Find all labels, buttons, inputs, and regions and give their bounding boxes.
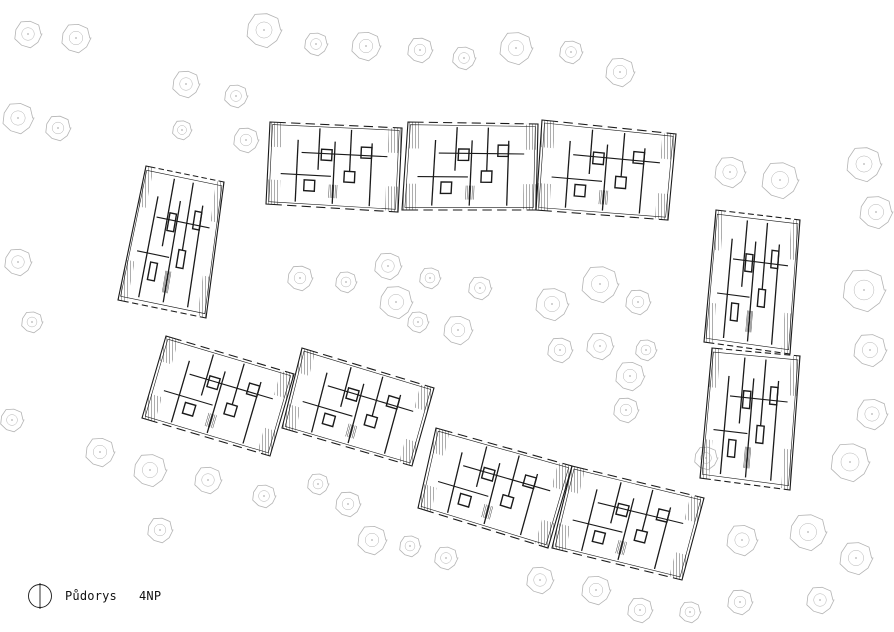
- tree-symbol-icon: [714, 157, 747, 189]
- plan-title: Půdorys: [65, 589, 117, 603]
- tree-symbol-icon: [252, 484, 277, 509]
- tree-symbol-icon: [399, 535, 422, 558]
- tree-symbol-icon: [434, 546, 459, 571]
- apartment-block: [401, 121, 539, 211]
- tree-symbol-icon: [351, 31, 382, 62]
- tree-symbol-icon: [499, 32, 534, 66]
- tree-symbol-icon: [307, 473, 330, 496]
- tree-symbol-icon: [194, 466, 223, 495]
- apartment-block: [699, 347, 801, 491]
- tree-symbol-icon: [246, 13, 283, 49]
- apartment-block: [535, 119, 677, 221]
- tree-symbol-icon: [859, 196, 894, 230]
- apartment-block: [551, 465, 705, 581]
- tree-symbol-icon: [535, 288, 570, 322]
- tree-symbol-icon: [233, 127, 260, 154]
- tree-symbol-icon: [61, 23, 92, 54]
- tree-symbol-icon: [839, 542, 874, 576]
- tree-symbol-icon: [0, 408, 25, 433]
- tree-symbol-icon: [443, 315, 474, 346]
- tree-symbol-icon: [304, 32, 329, 57]
- apartment-block: [141, 335, 295, 457]
- tree-symbol-icon: [726, 525, 759, 557]
- tree-symbol-icon: [14, 20, 43, 49]
- tree-symbol-icon: [379, 286, 414, 320]
- tree-symbol-icon: [335, 271, 358, 294]
- tree-symbol-icon: [761, 162, 800, 200]
- tree-symbol-icon: [856, 399, 889, 431]
- tree-symbol-icon: [679, 601, 702, 624]
- tree-symbol-icon: [581, 575, 612, 606]
- tree-symbol-icon: [224, 84, 249, 109]
- plan-caption: Půdorys 4NP: [27, 581, 161, 611]
- apartment-block: [265, 121, 403, 213]
- tree-symbol-icon: [357, 525, 388, 556]
- tree-symbol-icon: [45, 115, 72, 142]
- apartment-block: [703, 209, 801, 355]
- tree-symbol-icon: [2, 103, 35, 135]
- tree-symbol-icon: [586, 332, 615, 361]
- tree-symbol-icon: [789, 514, 828, 552]
- apartment-block: [281, 347, 435, 467]
- tree-symbol-icon: [287, 265, 314, 292]
- tree-symbol-icon: [21, 311, 44, 334]
- tree-symbol-icon: [452, 46, 477, 71]
- tree-symbol-icon: [853, 334, 888, 368]
- tree-symbol-icon: [133, 454, 168, 488]
- tree-symbol-icon: [172, 70, 201, 99]
- tree-symbol-icon: [147, 517, 174, 544]
- tree-symbol-icon: [85, 437, 116, 468]
- tree-symbol-icon: [727, 589, 754, 616]
- tree-symbol-icon: [335, 491, 362, 518]
- floor-label: 4NP: [138, 589, 162, 603]
- north-arrow-icon: [28, 583, 52, 609]
- tree-symbol-icon: [625, 289, 652, 316]
- apartment-block: [417, 427, 573, 549]
- tree-symbol-icon: [559, 40, 584, 65]
- tree-symbol-icon: [547, 337, 574, 364]
- trees-layer: [0, 13, 894, 624]
- tree-symbol-icon: [806, 586, 835, 615]
- tree-symbol-icon: [526, 566, 555, 595]
- tree-symbol-icon: [830, 443, 871, 483]
- tree-symbol-icon: [613, 397, 640, 424]
- tree-symbol-icon: [615, 361, 646, 392]
- tree-symbol-icon: [605, 57, 636, 88]
- tree-symbol-icon: [846, 147, 883, 183]
- tree-symbol-icon: [581, 266, 620, 304]
- tree-symbol-icon: [374, 252, 403, 281]
- tree-symbol-icon: [627, 597, 654, 624]
- buildings-layer: [117, 119, 801, 581]
- tree-symbol-icon: [4, 248, 33, 277]
- tree-symbol-icon: [407, 37, 434, 64]
- tree-symbol-icon: [419, 267, 442, 290]
- apartment-block: [117, 165, 225, 319]
- tree-symbol-icon: [407, 311, 430, 334]
- tree-symbol-icon: [172, 120, 193, 141]
- tree-symbol-icon: [635, 339, 658, 362]
- tree-symbol-icon: [468, 276, 493, 301]
- tree-symbol-icon: [842, 269, 887, 313]
